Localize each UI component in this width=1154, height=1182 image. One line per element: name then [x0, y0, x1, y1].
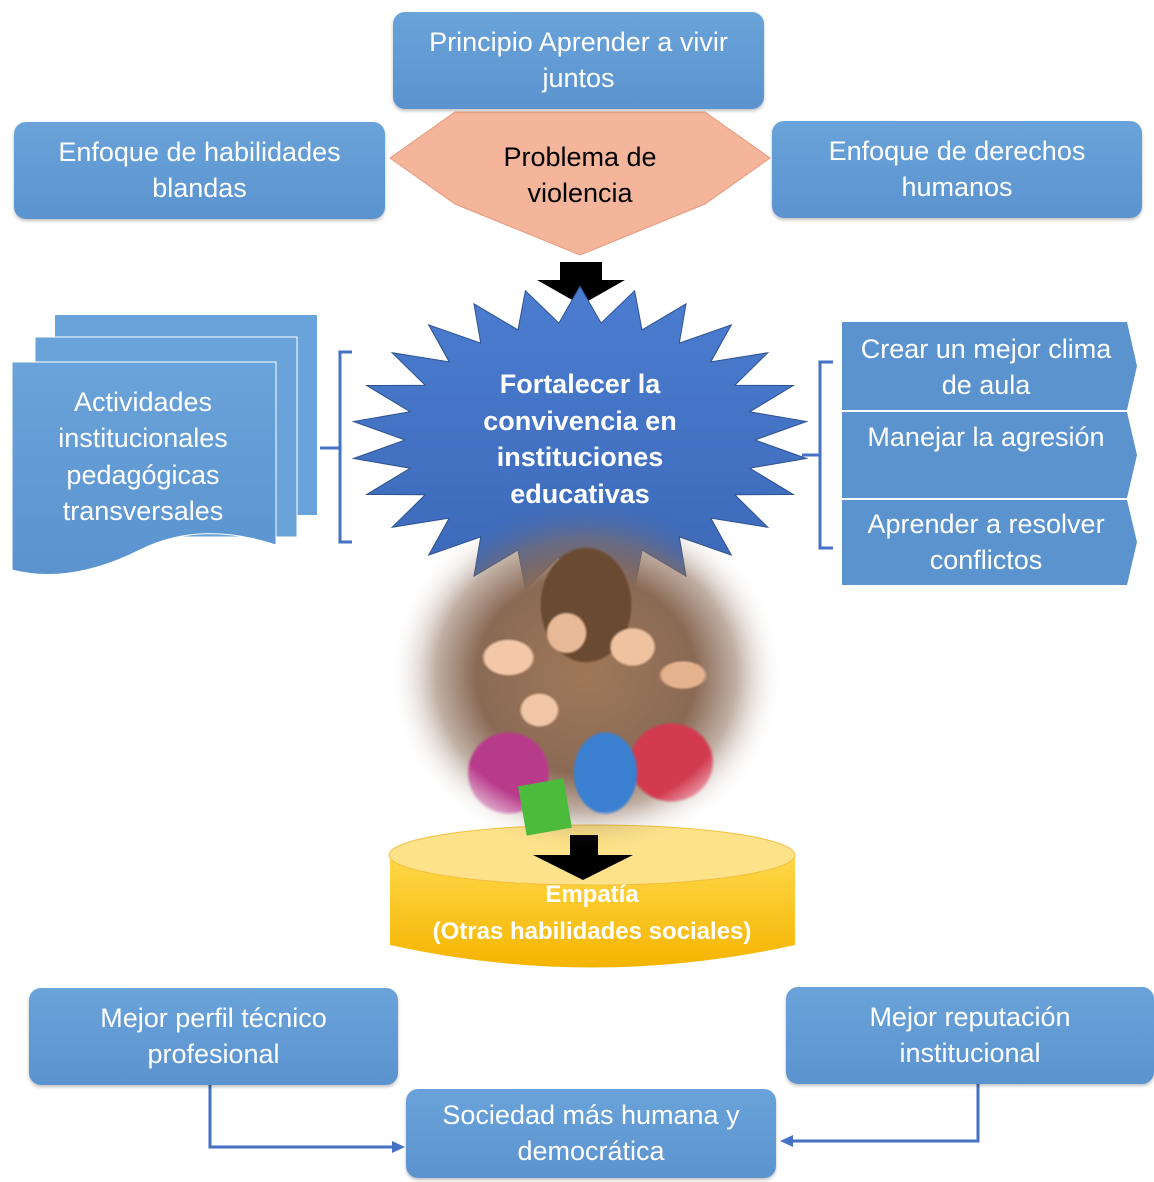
students-photo	[392, 500, 780, 850]
principle-box: Principio Aprender a vivir juntos	[393, 12, 764, 109]
activities-document-shape	[11, 315, 317, 575]
outcome-chevron-1	[842, 322, 1137, 410]
green-book	[518, 778, 572, 836]
human-rights-focus-text: Enfoque de derechos humanos	[828, 135, 1086, 202]
society-text: Sociedad más humana y democrática	[442, 1099, 740, 1166]
society-box: Sociedad más humana y democrática	[406, 1089, 776, 1178]
empathy-cylinder	[388, 824, 796, 968]
left-bracket	[320, 350, 352, 544]
empathy-line-1: Empatía	[545, 881, 639, 908]
center-star-text: Fortalecer la convivencia en institucion…	[483, 369, 677, 510]
right-bracket	[802, 360, 833, 550]
reputation-text: Mejor reputación institucional	[869, 1001, 1071, 1068]
arrow-down-icon	[537, 262, 625, 305]
arrow-left-icon	[780, 1135, 793, 1147]
human-rights-focus-box: Enfoque de derechos humanos	[772, 121, 1142, 218]
outcome-text-3: Aprender a resolver conflictos	[867, 509, 1105, 575]
outcome-chevron-3	[842, 500, 1137, 585]
problem-hexagon	[389, 111, 771, 256]
soft-skills-focus-text: Enfoque de habilidades blandas	[58, 136, 341, 203]
technical-profile-box: Mejor perfil técnico profesional	[29, 988, 398, 1085]
empathy-line-2: (Otras habilidades sociales)	[432, 918, 752, 946]
soft-skills-focus-box: Enfoque de habilidades blandas	[14, 122, 385, 219]
outcome-text-1: Crear un mejor clima de aula	[860, 334, 1112, 400]
connector-left	[208, 1085, 398, 1149]
empathy-text: Empatía (Otras habilidades sociales)	[400, 876, 784, 950]
outcome-text-2: Manejar la agresión	[867, 422, 1105, 452]
technical-profile-text: Mejor perfil técnico profesional	[100, 1002, 327, 1069]
reputation-box: Mejor reputación institucional	[786, 987, 1154, 1084]
connector-right	[788, 1084, 980, 1143]
principle-text: Principio Aprender a vivir juntos	[429, 26, 728, 93]
outcome-chevron-2	[842, 412, 1137, 498]
arrow-right-icon	[392, 1141, 405, 1153]
problem-text: Problema de violencia	[503, 142, 657, 208]
activities-text: Actividades institucionales pedagógicas …	[58, 387, 228, 527]
arrow-down-icon	[533, 835, 633, 880]
